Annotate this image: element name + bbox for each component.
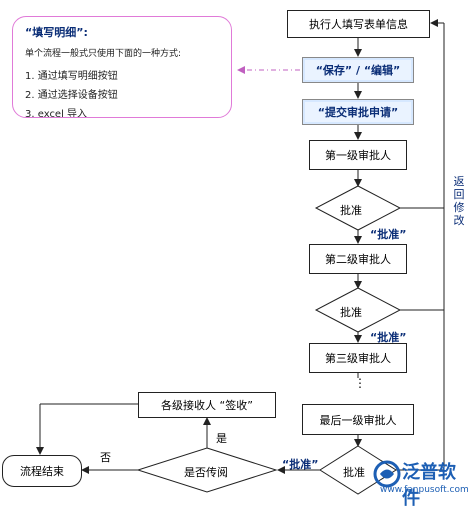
end-box: 流程结束 <box>2 455 82 487</box>
brand-mark-icon <box>373 460 401 488</box>
brand-logo: 泛普软件 www.fanpusoft.com <box>350 456 470 509</box>
approve2-diamond <box>314 287 402 333</box>
fill-form-box: 执行人填写表单信息 <box>287 10 430 38</box>
circulate-label: 是否传阅 <box>184 466 228 479</box>
approve2-label: 批准 <box>340 306 362 319</box>
detail-note: “填写明细”: 单个流程一般式只使用下面的一种方式: 1. 通过填写明细按钮 2… <box>12 16 232 118</box>
brand-url: www.fanpusoft.com <box>380 485 469 495</box>
note-intro: 单个流程一般式只使用下面的一种方式: <box>25 49 182 59</box>
approve-last-label: 批准 <box>343 466 365 479</box>
level3-box: 第三级审批人 <box>309 343 407 373</box>
submit-box: “提交审批申请” <box>302 99 414 125</box>
approve1-diamond <box>314 185 402 231</box>
note-item-3: 3. excel 导入 <box>25 109 88 118</box>
note-item-2: 2. 通过选择设备按钮 <box>25 90 118 101</box>
level2-box: 第二级审批人 <box>309 244 407 274</box>
receivers-box: 各级接收人 “签收” <box>138 392 276 418</box>
no-label: 否 <box>100 451 111 464</box>
return-edit-label: 返回修改 <box>453 175 465 227</box>
approved-label-last: “批准” <box>282 458 319 471</box>
brand-name: 泛普软件 <box>402 462 456 509</box>
last-level-box: 最后一级审批人 <box>302 404 414 435</box>
approve1-label: 批准 <box>340 204 362 217</box>
note-title: “填写明细”: <box>25 26 88 39</box>
note-item-1: 1. 通过填写明细按钮 <box>25 71 118 82</box>
yes-label: 是 <box>216 432 227 445</box>
circulate-diamond <box>136 447 278 493</box>
save-edit-box: “保存” / “编辑” <box>302 57 414 83</box>
level1-box: 第一级审批人 <box>309 140 407 170</box>
ellipsis: ⋮ <box>354 376 366 390</box>
approved-label-1: “批准” <box>370 228 407 241</box>
approved-label-2: “批准” <box>370 331 407 344</box>
